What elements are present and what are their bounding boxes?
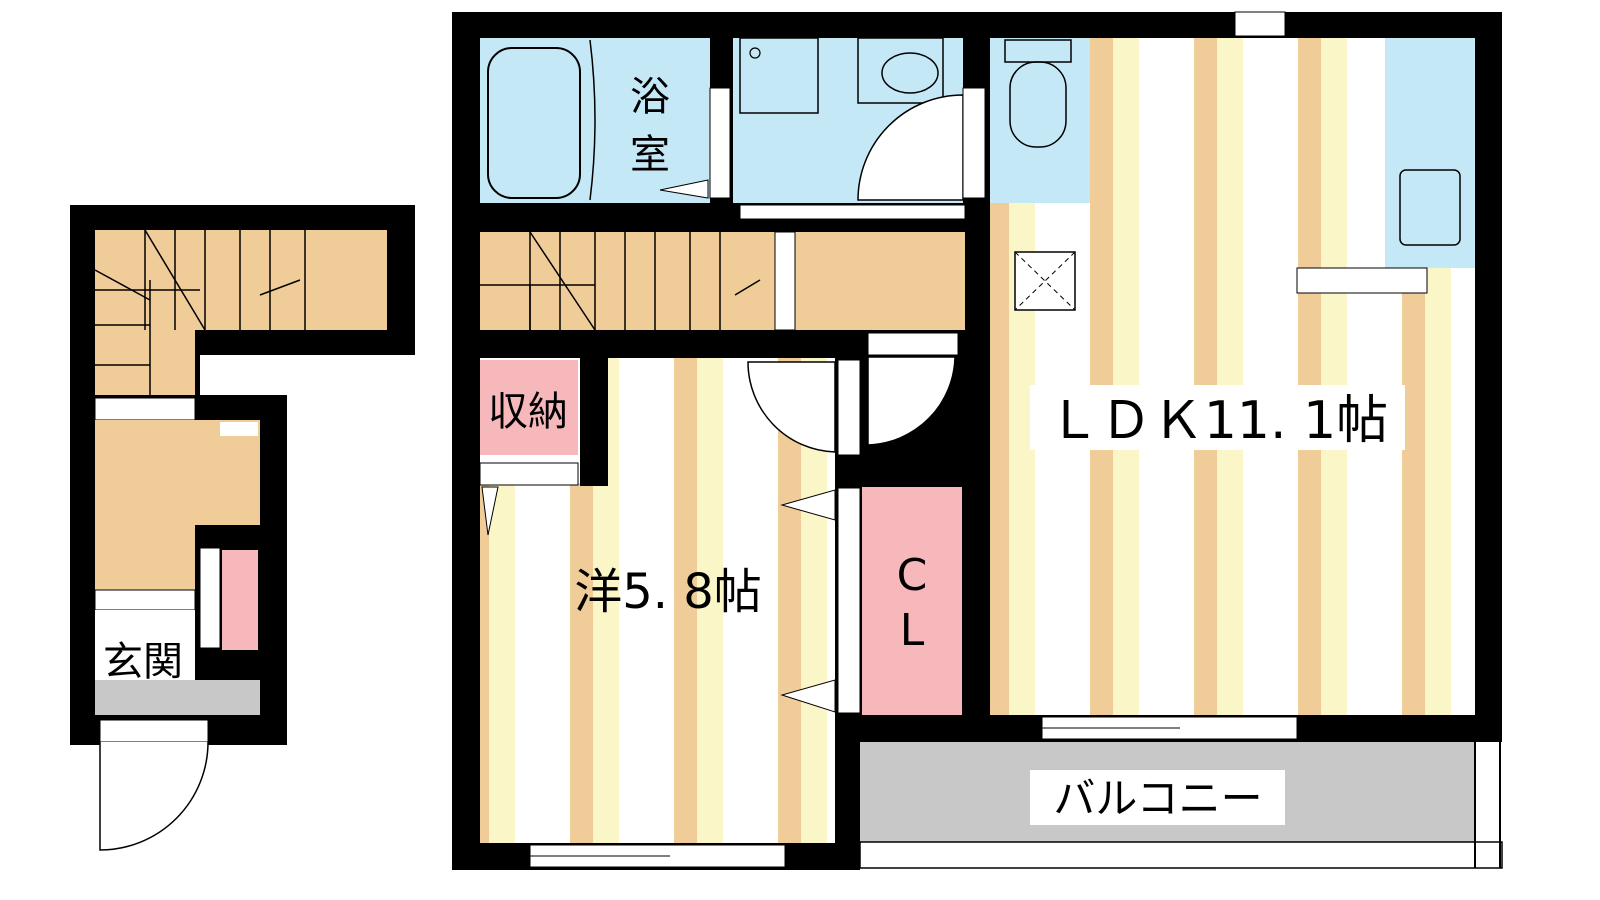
closet-label-2: L bbox=[900, 605, 925, 656]
stair-main-lines bbox=[480, 231, 761, 331]
bath-label-2: 室 bbox=[630, 132, 670, 178]
entrance-label: 玄関 bbox=[103, 639, 183, 685]
stair-lines bbox=[94, 229, 306, 395]
entrance-floor bbox=[95, 610, 195, 680]
step-strip bbox=[94, 397, 196, 421]
wall-gap bbox=[220, 422, 258, 436]
entrance-door-swing bbox=[99, 741, 209, 851]
shoe-box bbox=[222, 550, 258, 650]
stair-door bbox=[774, 231, 796, 331]
wash-door-strip bbox=[739, 204, 966, 220]
counter-wall bbox=[1296, 267, 1428, 294]
western-door-swing bbox=[747, 361, 836, 453]
ldk-floor-upper bbox=[1117, 38, 1387, 238]
stair-main bbox=[480, 232, 965, 330]
stair-upper bbox=[95, 230, 387, 330]
kitchen-counter bbox=[1385, 38, 1475, 268]
closet bbox=[862, 487, 962, 715]
closet-label-1: C bbox=[897, 550, 928, 601]
bathtub-icon bbox=[487, 47, 581, 199]
bath-door-leaf bbox=[659, 179, 709, 199]
stair-landing bbox=[95, 330, 195, 395]
washer-icon bbox=[739, 37, 819, 114]
toilet-bowl-icon bbox=[1009, 61, 1067, 148]
bath-door bbox=[709, 87, 731, 199]
washbasin-icon bbox=[857, 37, 944, 104]
storage-wall bbox=[580, 358, 608, 486]
ldk-door-swing bbox=[867, 356, 956, 446]
balcony-rail bbox=[859, 841, 1503, 869]
shoe-box-door bbox=[199, 547, 221, 649]
entrance-tile bbox=[95, 680, 260, 715]
bath-curtain bbox=[589, 39, 596, 201]
sink-icon bbox=[1399, 169, 1461, 246]
toilet-room bbox=[990, 38, 1090, 203]
bath-label-1: 浴 bbox=[630, 74, 670, 120]
entrance-unit: 玄関 bbox=[70, 205, 415, 851]
hallway-floor bbox=[95, 420, 260, 525]
main-unit: 浴 室 bbox=[452, 11, 1503, 870]
western-room-label: 洋5. 8帖 bbox=[574, 564, 762, 620]
storage-door bbox=[479, 462, 579, 486]
toilet-door bbox=[962, 87, 986, 199]
entrance-door-opening bbox=[99, 719, 209, 743]
storage bbox=[480, 360, 578, 455]
top-window bbox=[1234, 11, 1286, 37]
ldk-label: ＬＤＫ11. 1帖 bbox=[1048, 391, 1388, 451]
storage-label: 収納 bbox=[488, 389, 568, 435]
step-strip bbox=[94, 589, 196, 611]
hallway-floor bbox=[95, 525, 195, 590]
balcony-label: バルコニー bbox=[1053, 774, 1262, 823]
closet-door bbox=[837, 487, 861, 714]
washroom-door-swing bbox=[857, 94, 964, 201]
